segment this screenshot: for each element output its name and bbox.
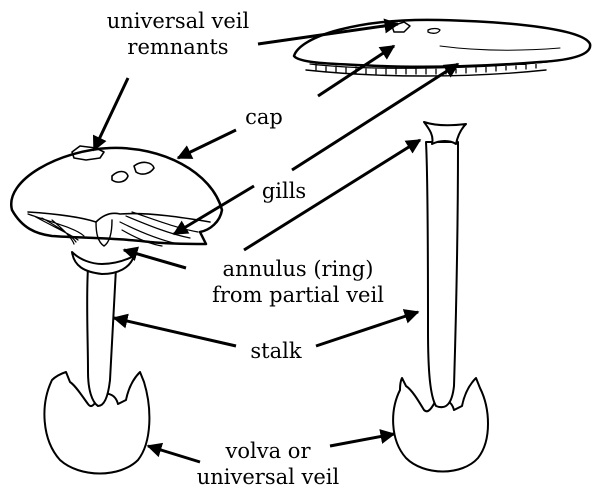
left-cap xyxy=(11,148,222,244)
arrow-stalk-right xyxy=(316,312,418,346)
label-volva-line2: universal veil xyxy=(197,465,340,489)
label-annulus-line2: from partial veil xyxy=(212,283,384,307)
label-volva-line1: volva or xyxy=(225,439,312,463)
arrow-cap-left xyxy=(178,130,236,158)
right-mushroom xyxy=(294,20,590,472)
label-annulus-line1: annulus (ring) xyxy=(223,257,374,281)
label-universal-veil-remnants-line2: remnants xyxy=(127,35,228,59)
right-cap xyxy=(294,20,590,67)
arrow-stalk-left xyxy=(114,318,236,346)
arrow-volva-left xyxy=(148,446,200,462)
arrow-volva-right xyxy=(330,434,394,446)
label-universal-veil-remnants-line1: universal veil xyxy=(107,9,250,33)
right-stalk xyxy=(426,142,458,407)
left-annulus xyxy=(72,252,134,274)
label-stalk: stalk xyxy=(250,339,301,363)
right-annulus xyxy=(424,122,466,144)
left-stalk xyxy=(87,268,116,406)
left-mushroom xyxy=(11,146,222,474)
label-cap: cap xyxy=(245,105,283,129)
arrow-veil-left xyxy=(94,78,128,150)
label-gills: gills xyxy=(262,179,306,203)
